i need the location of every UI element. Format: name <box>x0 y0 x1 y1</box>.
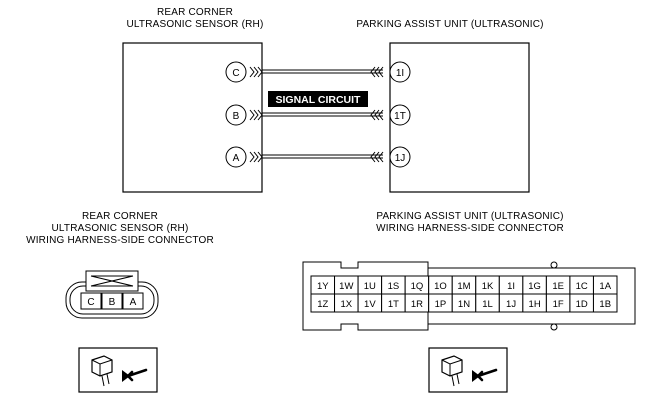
unit-pin-label: 1Q <box>411 281 424 292</box>
unit-pin-label: 1M <box>457 281 470 292</box>
unit-terminal-1t-label: 1T <box>394 111 406 122</box>
unit-connector-pins: 1Y 1W 1U 1S 1Q 1O 1M 1K 1I 1G 1E 1C 1A 1Z 1X 1V 1T 1R 1P 1N… <box>310 275 618 313</box>
unit-pin-cell: 1F <box>545 293 571 313</box>
unit-pin-label: 1H <box>529 299 541 310</box>
unit-pin-cell: 1Q <box>404 275 430 295</box>
unit-pin-label: 1C <box>576 281 588 292</box>
unit-box <box>389 42 530 193</box>
unit-connector-key-bottom <box>550 323 558 331</box>
signal-circuit-text: SIGNAL CIRCUIT <box>276 94 362 106</box>
unit-pin-cell: 1A <box>592 275 618 295</box>
unit-connector-title-line1: PARKING ASSIST UNIT (ULTRASONIC) <box>376 211 564 222</box>
unit-pin-cell: 1K <box>475 275 500 295</box>
wire-a-1j <box>262 154 383 159</box>
sensor-terminal-b-label: B <box>233 111 240 122</box>
sensor-connector-title-line2: ULTRASONIC SENSOR (RH) <box>51 223 189 234</box>
unit-pin-label: 1O <box>434 281 447 292</box>
unit-pin-label: 1T <box>388 299 399 310</box>
unit-connector-title-line2: WIRING HARNESS-SIDE CONNECTOR <box>376 223 564 234</box>
signal-circuit-label: SIGNAL CIRCUIT <box>268 91 368 107</box>
sensor-terminal-a: A <box>225 146 263 168</box>
sensor-title-line2: ULTRASONIC SENSOR (RH) <box>126 19 264 30</box>
unit-pin-cell: 1T <box>381 293 406 313</box>
unit-pin-cell: 1C <box>569 275 594 295</box>
unit-pin-label: 1S <box>388 281 400 292</box>
sensor-connector-title-line3: WIRING HARNESS-SIDE CONNECTOR <box>26 235 214 246</box>
unit-pin-cell: 1S <box>381 275 406 295</box>
wire-b-1t <box>262 112 383 117</box>
unit-connector-title: PARKING ASSIST UNIT (ULTRASONIC) WIRING … <box>350 211 590 235</box>
unit-pin-cell: 1Z <box>310 293 336 313</box>
wire-c-1i <box>262 69 383 74</box>
unit-terminal-1i-label: 1I <box>396 68 404 79</box>
sensor-title: REAR CORNER ULTRASONIC SENSOR (RH) <box>95 7 295 31</box>
unit-pin-cell: 1L <box>475 293 500 313</box>
unit-pin-label: 1N <box>458 299 470 310</box>
unit-connector-key-top <box>550 261 558 269</box>
sensor-pin-label: A <box>130 297 137 308</box>
unit-pin-cell: 1X <box>334 293 359 313</box>
sensor-terminal-c: C <box>225 61 263 83</box>
harness-view-icon-right <box>428 347 508 393</box>
unit-pin-cell: 1V <box>357 293 383 313</box>
unit-pin-label: 1J <box>506 299 516 310</box>
sensor-terminal-a-label: A <box>233 153 240 164</box>
unit-pin-label: 1E <box>552 281 564 292</box>
unit-pin-label: 1I <box>507 281 515 292</box>
unit-pin-cell: 1P <box>428 293 453 313</box>
unit-terminal-1t: 1T <box>370 104 411 126</box>
unit-terminal-1j-label: 1J <box>395 153 406 164</box>
unit-pin-cell: 1J <box>498 293 524 313</box>
sensor-terminal-b: B <box>225 104 263 126</box>
harness-view-icon-left <box>78 347 158 393</box>
unit-pin-label: 1Y <box>317 281 329 292</box>
unit-connector: 1Y 1W 1U 1S 1Q 1O 1M 1K 1I 1G 1E 1C 1A 1Z 1X 1V 1T 1R 1P 1N… <box>302 261 636 331</box>
unit-pin-cell: 1D <box>569 293 594 313</box>
sensor-connector: C B A <box>65 270 159 319</box>
unit-pin-label: 1A <box>599 281 611 292</box>
sensor-connector-title: REAR CORNER ULTRASONIC SENSOR (RH) WIRIN… <box>5 211 235 247</box>
unit-pin-cell: 1B <box>592 293 618 313</box>
unit-pin-label: 1Z <box>317 299 328 310</box>
unit-pin-label: 1P <box>435 299 447 310</box>
sensor-pin-label: C <box>87 297 94 308</box>
unit-pin-label: 1V <box>364 299 376 310</box>
sensor-terminal-c-label: C <box>232 68 239 79</box>
unit-pin-cell: 1W <box>334 275 359 295</box>
unit-pin-cell: 1Y <box>310 275 336 295</box>
unit-pin-cell: 1I <box>498 275 524 295</box>
unit-title-text: PARKING ASSIST UNIT (ULTRASONIC) <box>356 19 544 30</box>
unit-pin-cell: 1E <box>545 275 571 295</box>
sensor-title-line1: REAR CORNER <box>156 7 234 18</box>
sensor-pin-label: B <box>109 297 116 308</box>
unit-pin-label: 1U <box>364 281 376 292</box>
unit-pin-cell: 1H <box>522 293 547 313</box>
unit-terminal-1i: 1I <box>370 61 411 83</box>
unit-pin-label: 1K <box>482 281 494 292</box>
unit-pin-cell: 1U <box>357 275 383 295</box>
unit-pin-label: 1X <box>340 299 352 310</box>
unit-pin-cell: 1O <box>428 275 453 295</box>
unit-pin-label: 1D <box>576 299 588 310</box>
unit-pin-cell: 1R <box>404 293 430 313</box>
unit-pin-label: 1B <box>599 299 611 310</box>
unit-pin-label: 1W <box>339 281 353 292</box>
unit-pin-label: 1L <box>482 299 493 310</box>
unit-pin-cell: 1N <box>451 293 477 313</box>
sensor-connector-title-line1: REAR CORNER <box>81 211 159 222</box>
unit-title: PARKING ASSIST UNIT (ULTRASONIC) <box>330 19 570 31</box>
unit-pin-label: 1G <box>528 281 541 292</box>
unit-pin-cell: 1M <box>451 275 477 295</box>
unit-pin-label: 1F <box>553 299 564 310</box>
unit-pin-cell: 1G <box>522 275 547 295</box>
unit-terminal-1j: 1J <box>370 146 411 168</box>
unit-pin-label: 1R <box>411 299 423 310</box>
